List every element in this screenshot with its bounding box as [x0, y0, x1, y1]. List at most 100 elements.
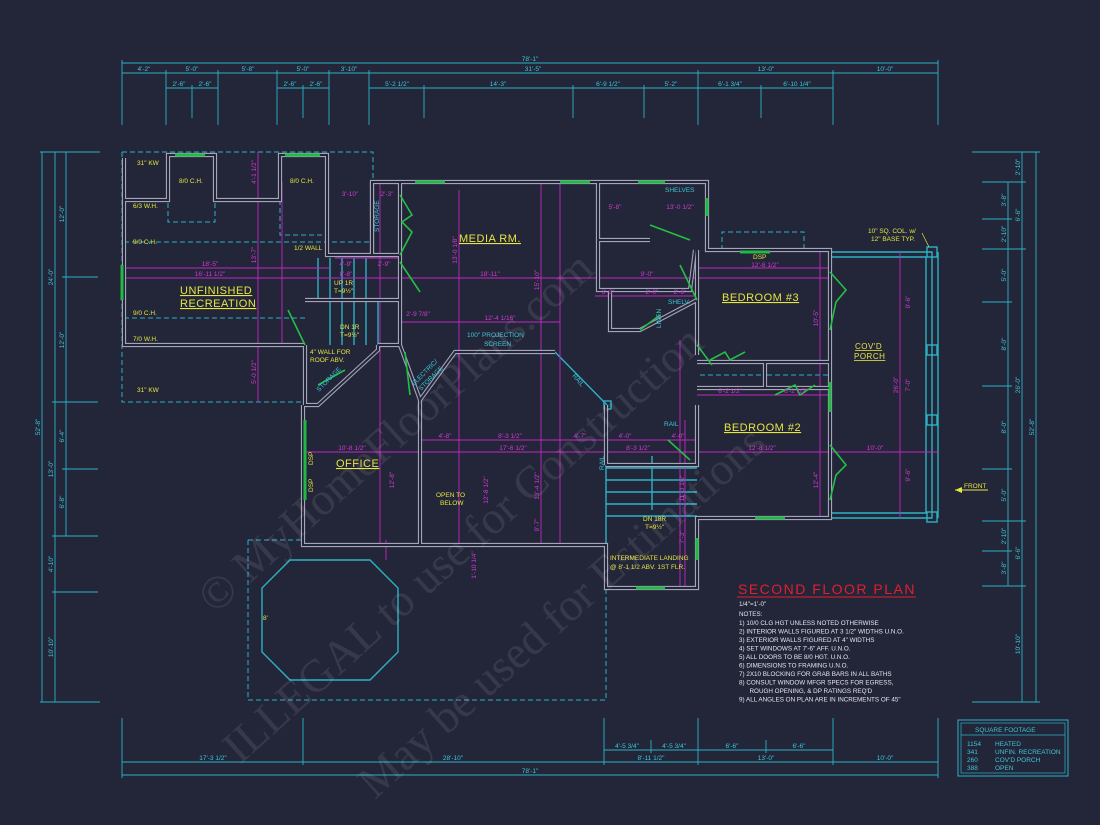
square-footage-title: SQUARE FOOTAGE	[975, 727, 1036, 734]
interior-dim: 16'-11 1/2"	[195, 271, 226, 278]
label-ceiling-height: 9/0 C.H.	[133, 239, 157, 246]
interior-dim: 9'-7"	[534, 518, 541, 532]
interior-dim: 4'-9"	[340, 261, 354, 268]
dim-top: 5'-8"	[242, 66, 256, 73]
room-bedroom-2: BEDROOM #2	[724, 422, 801, 434]
label-intermediate-landing: @ 8'-1 1/2 ABV. 1ST FLR.	[610, 564, 685, 571]
note-item: ROUGH OPENING, & DP RATINGS REQ'D	[739, 688, 873, 695]
room-unfinished-recreation: UNFINISHED	[180, 285, 252, 297]
dim-right: 5'-0"	[1001, 488, 1008, 502]
label-knee-wall: 31" KW	[137, 160, 160, 167]
label-open-to-below: OPEN TO	[436, 492, 465, 499]
dim-top: 2'-6"	[284, 81, 298, 88]
interior-dim: 9'-6"	[905, 295, 912, 309]
interior-dim: 2'-6"	[674, 289, 688, 296]
label-stair-up: T=9½"	[334, 287, 354, 295]
column-marker	[926, 246, 938, 258]
dim-left: 12'-0"	[59, 331, 66, 348]
interior-dim: 2'-9 7/8"	[406, 311, 430, 318]
dim-bottom: 6'-6"	[726, 743, 740, 750]
column-marker	[926, 414, 938, 426]
room-labels: UNFINISHED RECREATION MEDIA RM. BEDROOM …	[180, 233, 885, 470]
label-stair-down: T=9½"	[340, 331, 360, 339]
interior-dim: 26'-0"	[893, 376, 900, 393]
interior-dim: 9'-0"	[641, 271, 655, 278]
interior-dim: 13'-4 1/2"	[534, 472, 541, 500]
label-ceiling-height: 8/0 C.H.	[179, 178, 203, 185]
dim-top: 5'-2 1/2"	[385, 81, 409, 88]
dim-bottom: 10'-0"	[877, 755, 894, 762]
note-item: 9) ALL ANGLES ON PLAN ARE IN INCREMENTS …	[739, 697, 901, 704]
dim-top: 5'-0"	[297, 66, 311, 73]
label-stair-down-18: T=9½"	[645, 523, 665, 531]
sqft-value: 260	[967, 757, 978, 764]
dim-left: 6'-4"	[59, 429, 66, 443]
interior-dim: 12'-8 1/2"	[483, 476, 490, 504]
dim-bottom-overall: 78'-1"	[522, 768, 539, 775]
octagon-outline	[261, 559, 399, 681]
interior-dim: 8'-8"	[340, 271, 354, 278]
interior-dim: 3'-10"	[342, 191, 359, 198]
column-marker	[926, 511, 938, 523]
interior-dim: 2'-9"	[378, 261, 392, 268]
interior-dim: 6'-2 1/2"	[718, 388, 742, 395]
interior-dim: 18'-5"	[202, 261, 219, 268]
dim-left: 12'-0"	[59, 205, 66, 222]
interior-dim: 12'-4"	[813, 471, 820, 488]
door-swings	[287, 194, 848, 501]
interior-dim: 9'-6"	[905, 468, 912, 482]
plan-title: SECOND FLOOR PLAN	[738, 581, 916, 597]
interior-dim: 4'-1 1/2"	[251, 159, 258, 183]
interior-dim: 18'-11"	[480, 271, 500, 278]
room-bedroom-3: BEDROOM #3	[722, 292, 799, 304]
sqft-label: OPEN	[995, 765, 1014, 772]
dim-top: 6'-10 1/4"	[783, 81, 811, 88]
label-roof-wall: 4" WALL FOR	[310, 349, 351, 356]
label-half-wall: 1/2 WALL	[294, 245, 323, 252]
room-office: OFFICE	[336, 458, 379, 470]
label-projection-screen: 100" PROJECTION	[467, 332, 524, 339]
dim-top: 6'-9 1/2"	[596, 81, 620, 88]
note-item: 1) 10/0 CLG HGT UNLESS NOTED OTHERWISE	[739, 620, 879, 627]
label-rail: RAIL	[599, 455, 606, 470]
label-wall-height: 7/0 W.H.	[133, 336, 158, 343]
note-item: 3) EXTERIOR WALLS FIGURED AT 4" WIDTHS	[739, 637, 874, 644]
dim-left: 10'-10"	[48, 636, 55, 657]
interior-dim: 12'-8"	[389, 471, 396, 488]
dim-top: 6'-1 3/4"	[718, 81, 742, 88]
dim-left: 13'-0"	[48, 460, 55, 477]
interior-dim: 15'-10"	[534, 269, 541, 290]
note-item: 4) SET WINDOWS AT 7'-6" AFF. U.N.O.	[739, 646, 851, 653]
interior-dim: 12'-8 1/2"	[748, 445, 776, 452]
dim-left: 24'-0"	[48, 268, 55, 285]
interior-dim: 11'-3 1/2"	[679, 474, 686, 502]
interior-dim: 12'-8 1/2"	[751, 262, 779, 269]
dim-left: 6'-8"	[59, 495, 66, 509]
top-dimension-strings: 78'-1" 4'-2" 5'-0" 5'-8" 5'-0" 3'-10" 31…	[121, 56, 939, 125]
dim-top-overall: 78'-1"	[522, 56, 539, 63]
dim-bottom: 6'-6"	[793, 743, 807, 750]
label-stair-up: UP 1R	[334, 280, 353, 287]
dim-right: 8'-0"	[1001, 420, 1008, 434]
title-block: SECOND FLOOR PLAN 1/4"=1'-0" NOTES: 1) 1…	[737, 581, 916, 704]
interior-dim: 8'-3 1/2"	[498, 433, 522, 440]
label-dsp: DSP	[753, 254, 766, 261]
interior-dim: 2'-0"	[646, 289, 660, 296]
dim-bottom: 17'-3 1/2"	[199, 755, 227, 762]
label-step: 8'	[263, 615, 268, 622]
interior-dim: 10'-5"	[813, 309, 820, 326]
dim-top: 2'-6"	[310, 81, 324, 88]
label-open-to-below: BELOW	[440, 500, 464, 507]
dim-right: 3'-8"	[1001, 193, 1008, 207]
windows	[120, 153, 832, 590]
interior-dim: 13'-0 1/2"	[666, 204, 694, 211]
dim-right: 10'-10"	[1015, 633, 1022, 654]
dim-top: 2'-6"	[173, 81, 187, 88]
label-stair-down-18: DN 18R	[643, 516, 666, 523]
sqft-label: COV'D PORCH	[995, 757, 1041, 764]
note-item: 8) CONSULT WINDOW MFGR SPECS FOR EGRESS,	[739, 680, 894, 687]
room-covered-porch: PORCH	[854, 352, 885, 361]
interior-dim: 7'-0"	[905, 378, 912, 392]
